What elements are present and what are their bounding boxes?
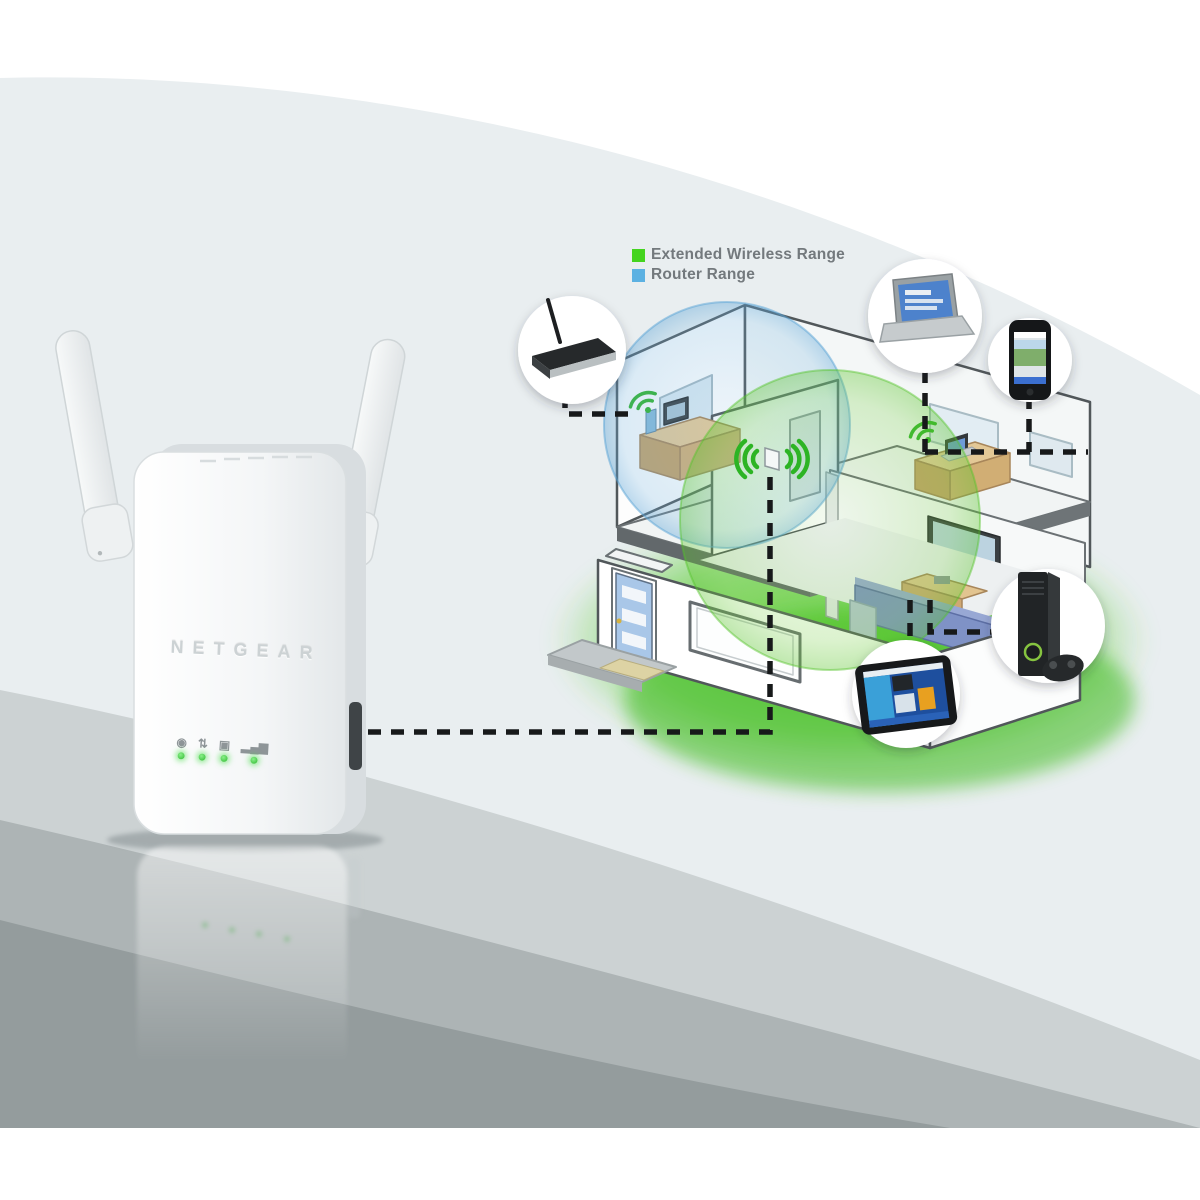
extended-range-circle <box>679 369 981 671</box>
device-reflection <box>137 846 360 1136</box>
door-awning <box>605 548 673 573</box>
game-console-callout <box>991 569 1105 683</box>
traffic-arrows-led-icon: ⇅ <box>197 736 209 751</box>
callouts <box>518 259 1105 748</box>
device-body <box>133 444 366 835</box>
power-ring <box>1023 642 1043 662</box>
router-range-swatch-icon <box>632 268 645 282</box>
porch <box>547 639 677 692</box>
smartphone-callout <box>988 318 1072 402</box>
legend-extended-row: Extended Wireless Range <box>632 246 845 264</box>
router-antenna <box>546 298 562 344</box>
laptop-callout <box>868 259 982 373</box>
device-link-led: ▣ <box>218 737 231 763</box>
extender-to-house-line <box>368 472 773 735</box>
wifi-router-callout <box>518 296 626 404</box>
wps-led-light <box>177 752 185 760</box>
extender-device <box>55 330 406 1136</box>
game-controller <box>1042 654 1084 682</box>
wps-led-icon: ◉ <box>176 734 188 750</box>
traffic-led: ⇅ <box>197 736 209 761</box>
traffic-led-light <box>198 753 206 761</box>
extended-range-label: Extended Wireless Range <box>651 246 845 263</box>
signal-led-light <box>250 756 258 764</box>
signal-led: ▂▄▆ <box>240 738 269 765</box>
ethernet-port <box>349 702 362 770</box>
signal-strength-led-icon: ▂▄▆ <box>240 738 269 755</box>
device-link-led-light <box>220 754 228 763</box>
legend-router-row: Router Range <box>632 266 845 284</box>
device-link-led-icon: ▣ <box>218 737 231 753</box>
console-callout-line <box>927 600 1000 635</box>
router-range-label: Router Range <box>651 266 756 283</box>
extender-wifi-symbol <box>734 438 810 480</box>
extended-range-swatch-icon <box>632 248 645 262</box>
legend: Extended Wireless Range Router Range <box>632 246 845 284</box>
phone-callout-line <box>925 396 1088 455</box>
tablet-callout <box>852 640 960 748</box>
left-antenna <box>55 330 134 562</box>
wps-led: ◉ <box>175 734 188 760</box>
